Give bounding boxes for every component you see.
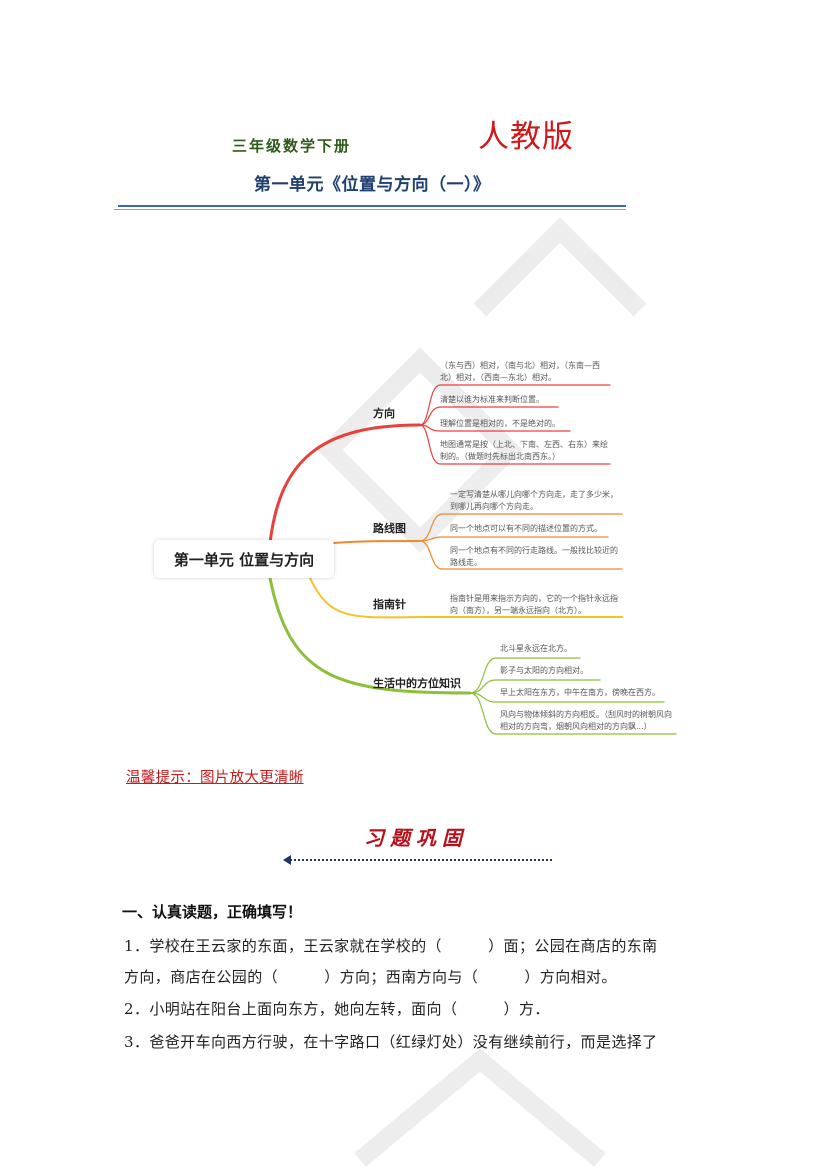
edition-label: 人教版 (478, 119, 574, 155)
header-divider-thin (114, 209, 626, 210)
leaf-direction-1: （东与西）相对，（南与北）相对，（东南—西北）相对，（西南—东北）相对。 (440, 361, 600, 382)
question-1-line-1: 1．学校在王云家的东面，王云家就在学校的（ ）面；公园在商店的东南 (124, 937, 658, 955)
question-1-line-2: 方向，商店在公园的（ ）方向；西南方向与（ ）方向相对。 (124, 968, 617, 986)
leaf-compass-1: 指南针是用来指示方向的，它的一个指针永远指向（南方），另一端永远指向（北方）。 (450, 594, 618, 615)
mindmap-root-node: 第一单元 位置与方向 (154, 540, 334, 578)
dotted-divider (290, 859, 552, 861)
leaf-direction-2: 清楚以谁为标准来判断位置。 (440, 395, 544, 404)
root-label: 第一单元 位置与方向 (173, 550, 315, 569)
section-heading: 一、认真读题，正确填写！ (122, 903, 303, 921)
branch-compass: 指南针 (373, 598, 406, 611)
branch-direction: 方向 (373, 407, 395, 420)
unit-title: 第一单元《位置与方向（一）》 (254, 175, 491, 195)
grade-title: 三年级数学下册 (232, 137, 352, 155)
question-3-line-1: 3．爸爸开车向西方行驶，在十字路口（红绿灯处）没有继续前行，而是选择了 (124, 1033, 658, 1051)
leaf-direction-3: 理解位置是相对的，不是绝对的。 (440, 419, 560, 428)
arrow-left-icon (283, 855, 291, 865)
leaf-direction-4: 地图通常是按（上北、下南、左西、右东）来绘制的。（做题时先标出北南西东。） (440, 440, 608, 461)
zoom-tip: 温馨提示：图片放大更清晰 (126, 770, 304, 786)
leaf-route-2: 同一个地点可以有不同的描述位置的方式。 (450, 524, 602, 533)
leaf-life-4: 风向与物体倾斜的方向相反。（刮风时的树朝风向相对的方向弯，烟朝风向相对的方向飘.… (500, 710, 672, 731)
leaf-life-2: 影子与太阳的方向相对。 (500, 666, 588, 675)
leaf-route-3: 同一个地点有不同的行走路线。一般找比较近的路线走。 (450, 546, 618, 567)
branch-route-map: 路线图 (373, 522, 406, 535)
leaf-life-3: 早上太阳在东方，中午在南方，傍晚在西方。 (500, 688, 660, 697)
branch-life-knowledge: 生活中的方位知识 (373, 677, 461, 690)
header-divider (118, 205, 626, 207)
leaf-life-1: 北斗星永远在北方。 (500, 644, 572, 653)
practice-title: 习题巩固 (364, 826, 468, 850)
question-2: 2．小明站在阳台上面向东方，她向左转，面向（ ）方． (124, 1000, 550, 1018)
leaf-route-1: 一定写清楚从哪儿向哪个方向走，走了多少米，到哪儿再向哪个方向走。 (450, 490, 618, 511)
